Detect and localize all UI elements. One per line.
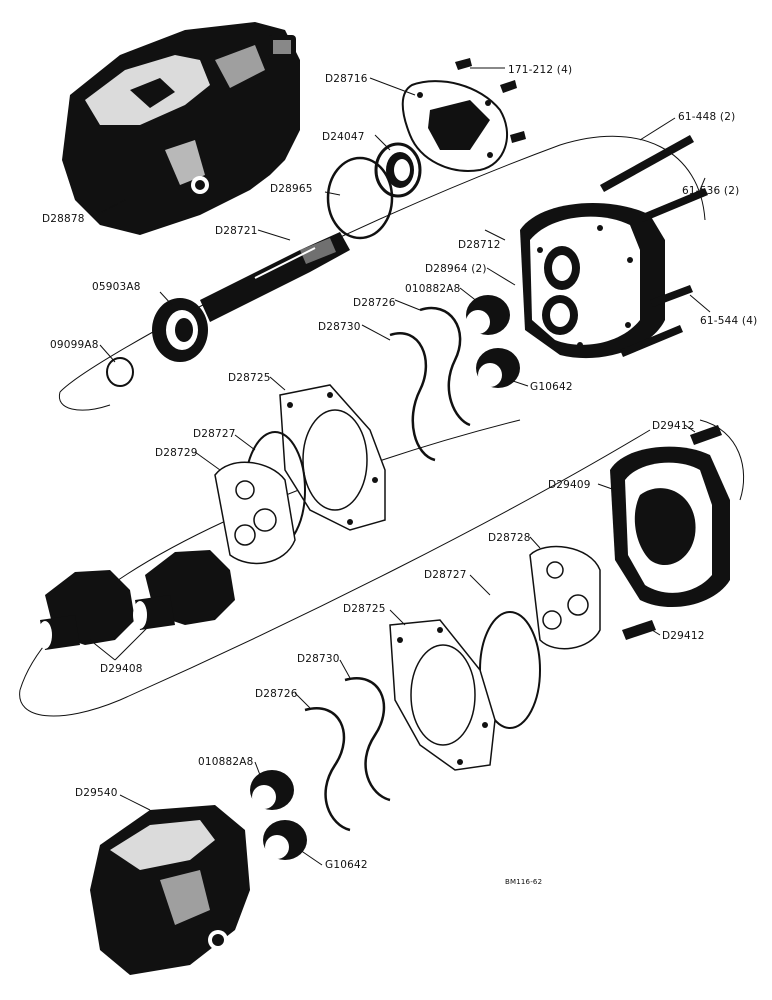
studs-61-448 (600, 135, 708, 357)
label-d28726-lower: D28726 (255, 688, 298, 700)
bearing-05903a8 (152, 298, 208, 362)
label-d28726-upper: D28726 (353, 297, 396, 309)
seal-d28726-upper (419, 306, 471, 427)
gears-d29408 (38, 550, 235, 650)
label-d29540: D29540 (75, 787, 118, 799)
label-d28725-lower: D28725 (343, 603, 386, 615)
label-d29412-upper: D29412 (652, 420, 695, 432)
label-g10642-lower: G10642 (325, 859, 368, 871)
label-g10642-upper: G10642 (530, 381, 573, 393)
dowel-pin-d29412-lower (622, 620, 656, 640)
label-d28721: D28721 (215, 225, 258, 237)
label-d28712: D28712 (458, 239, 501, 251)
end-housing-d29540 (90, 805, 250, 975)
label-05903a8: 05903A8 (92, 281, 141, 293)
gasket-d28725-upper (279, 384, 386, 531)
gasket-d28725-lower (389, 619, 496, 771)
snap-ring-09099a8 (106, 357, 134, 387)
needle-bearing-010882a8-lower (250, 770, 294, 810)
label-d29412-lower: D29412 (662, 630, 705, 642)
seal-d28730-lower (344, 677, 391, 802)
label-d28728: D28728 (488, 532, 531, 544)
needle-bearing-g10642-upper (476, 348, 520, 388)
label-d28716: D28716 (325, 73, 368, 85)
shaft-d28721 (200, 232, 350, 322)
seal-d24047 (374, 142, 422, 198)
label-d28729: D28729 (155, 447, 198, 459)
label-d28727-lower: D28727 (424, 569, 467, 581)
label-d28725-upper: D28725 (228, 372, 271, 384)
o-ring-d28965 (326, 156, 394, 240)
cover-d28712 (520, 203, 665, 359)
needle-bearing-010882a8-upper (466, 295, 510, 335)
needle-bearing-g10642-lower (263, 820, 307, 860)
label-d28878: D28878 (42, 213, 85, 225)
leader-lines (89, 67, 711, 866)
label-010882a8-lower: 010882A8 (198, 756, 254, 768)
seal-d28726-lower (304, 707, 351, 832)
seal-d28730-upper (389, 332, 436, 462)
assembly-outline-upper (58, 135, 706, 411)
gear-housing-d29409 (610, 446, 730, 608)
label-61-544: 61-544 (4) (700, 315, 757, 327)
label-d29408: D29408 (100, 663, 143, 675)
label-d28965: D28965 (270, 183, 313, 195)
dowel-pin-d29412-upper (690, 425, 722, 445)
label-09099a8: 09099A8 (50, 339, 99, 351)
wear-plate-d28729 (214, 461, 296, 565)
label-d28730-lower: D28730 (297, 653, 340, 665)
label-171-212: 171-212 (4) (508, 64, 572, 76)
wear-plate-d28728 (529, 545, 601, 650)
pump-body-d28878 (62, 22, 300, 235)
seal-plate-d28716 (401, 80, 509, 172)
label-d28727-upper: D28727 (193, 428, 236, 440)
screws-171-212 (455, 58, 526, 143)
label-d28964: D28964 (2) (425, 263, 487, 275)
label-010882a8-upper: 010882A8 (405, 283, 461, 295)
label-d29409: D29409 (548, 479, 591, 491)
label-61-448: 61-448 (2) (678, 111, 735, 123)
drawing-number: BM116-62 (505, 878, 542, 886)
part-labels: D28878 D28716 171-212 (4) D24047 61-448 … (42, 64, 757, 886)
label-d24047: D24047 (322, 131, 365, 143)
label-61-536: 61-536 (2) (682, 185, 739, 197)
label-d28730-upper: D28730 (318, 321, 361, 333)
